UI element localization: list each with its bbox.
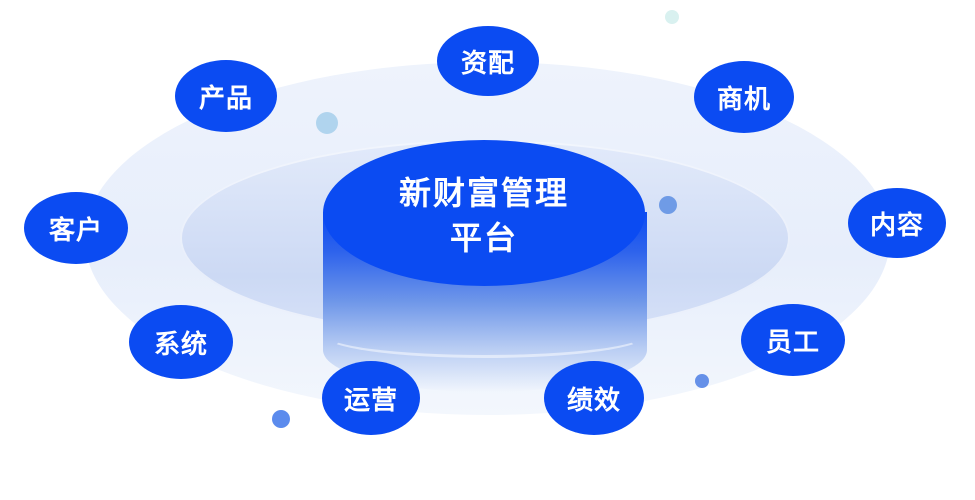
node-product: 产品 [175,60,277,132]
decorative-dot [272,410,290,428]
node-label: 内容 [869,209,924,240]
decorative-dot [659,196,677,214]
decorative-dot [665,10,679,24]
node-label: 员工 [765,326,820,357]
central-title-line1: 新财富管理 [398,175,569,211]
node-operations: 运营 [322,361,420,435]
node-label: 资配 [460,47,515,78]
node-system: 系统 [129,305,233,379]
node-business-opportunity: 商机 [694,61,794,133]
central-title-line2: 平台 [449,220,518,256]
cylinder-bottom-arc [323,312,647,358]
decorative-dot [316,112,338,134]
node-label: 系统 [153,328,208,359]
node-label: 客户 [48,214,103,245]
node-performance: 绩效 [544,361,644,435]
node-asset-allocation: 资配 [437,26,539,96]
node-customer: 客户 [24,192,128,264]
node-label: 运营 [343,384,398,415]
central-platform-node: 新财富管理 平台 [323,140,645,286]
node-content: 内容 [848,188,946,258]
node-employee: 员工 [741,304,845,376]
decorative-dot [695,374,709,388]
node-label: 绩效 [566,384,621,415]
node-label: 产品 [198,82,253,113]
node-label: 商机 [716,83,771,114]
